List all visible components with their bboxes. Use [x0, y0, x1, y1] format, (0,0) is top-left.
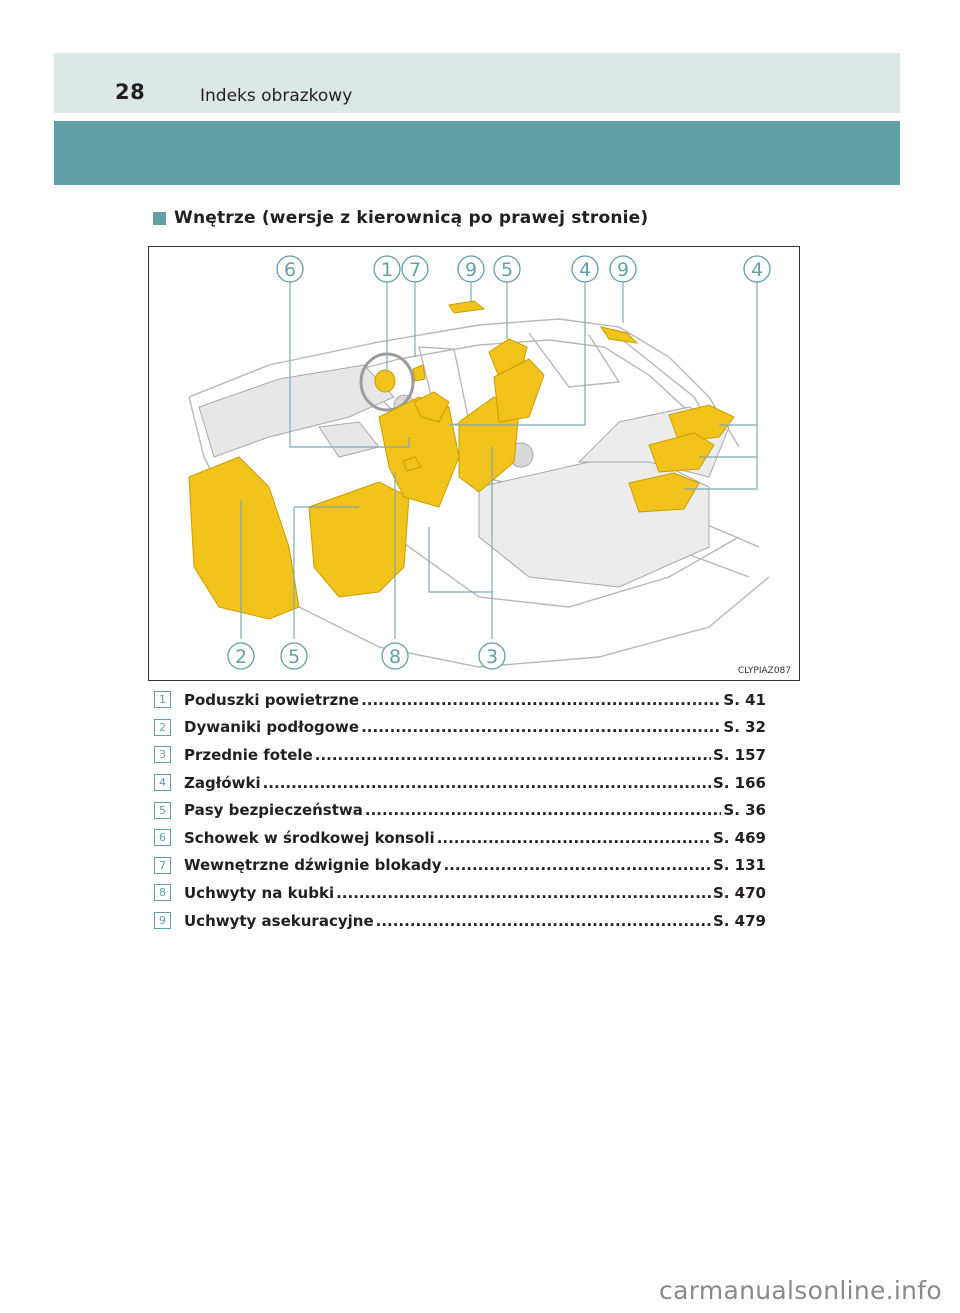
item-label: Schowek w środkowej konsoli [184, 828, 435, 847]
item-label: Wewnętrzne dźwignie blokady [184, 856, 442, 875]
dot-leader: ........................................… [361, 690, 721, 709]
list-item: 2 Dywaniki podłogowe ...................… [154, 714, 766, 742]
cup-holder [402, 456, 422, 472]
callout-lines [240, 281, 758, 639]
item-label: Dywaniki podłogowe [184, 718, 360, 737]
list-item: 5 Pasy bezpieczeństwa ..................… [154, 796, 766, 824]
item-label: Poduszki powietrzne [184, 690, 360, 709]
list-item: 4 Zagłówki .............................… [154, 769, 766, 797]
item-page-ref[interactable]: S. 41 [723, 690, 766, 709]
footer-site-logo: carmanualsonline.info [659, 1276, 942, 1305]
section-title: Wnętrze (wersje z kierownicą po prawej s… [174, 208, 649, 228]
section-heading: Wnętrze (wersje z kierownicą po prawej s… [153, 206, 648, 230]
item-number: 7 [154, 856, 171, 874]
item-page-ref[interactable]: S. 479 [712, 911, 766, 930]
item-page-ref[interactable]: S. 469 [712, 828, 766, 847]
list-item: 1 Poduszki powietrzne ..................… [154, 686, 766, 714]
item-number: 3 [154, 746, 171, 764]
item-label: Uchwyty na kubki [184, 883, 335, 902]
item-number: 4 [154, 774, 171, 792]
dot-leader: ........................................… [443, 856, 711, 875]
item-page-ref[interactable]: S. 157 [712, 745, 766, 764]
dot-leader: ........................................… [262, 773, 711, 792]
item-label: Uchwyty asekuracyjne [184, 911, 374, 930]
item-page-ref[interactable]: S. 131 [712, 856, 766, 875]
callout-3-bottom: 3 [486, 646, 498, 668]
item-number: 6 [154, 829, 171, 847]
section-banner [54, 121, 900, 185]
headrest-right [413, 391, 450, 423]
callout-6-top: 6 [284, 259, 296, 281]
header-band [54, 53, 900, 113]
parts-legend: 1 Poduszki powietrzne ..................… [154, 686, 766, 934]
list-item: 9 Uchwyty asekuracyjne .................… [154, 907, 766, 935]
dot-leader: ........................................… [336, 883, 711, 902]
callout-2-bottom: 2 [235, 646, 247, 668]
figure-code: CLYPIAZ087 [737, 666, 791, 676]
assist-grip-rear [599, 326, 639, 344]
assist-grip-front [448, 300, 486, 314]
callout-9-top-b: 9 [617, 259, 629, 281]
dot-leader: ........................................… [361, 718, 721, 737]
front-seat-left-upper [493, 358, 545, 423]
front-seat-right-cushion [308, 481, 410, 598]
callout-numbers-bottom: 2 5 8 3 [227, 642, 506, 670]
item-label: Przednie fotele [184, 745, 313, 764]
floor-mat [188, 456, 300, 620]
section-bullet-icon [153, 211, 166, 225]
callout-numbers-top: 6 1 7 9 5 4 9 4 [276, 255, 771, 283]
item-number: 2 [154, 718, 171, 736]
item-label: Zagłówki [184, 773, 261, 792]
item-number: 5 [154, 801, 171, 819]
item-label: Pasy bezpieczeństwa [184, 801, 363, 820]
car-interior-drawing: 6 1 7 9 5 4 9 4 2 5 8 3 [188, 255, 771, 670]
callout-7-top: 7 [409, 259, 421, 281]
dot-leader: ........................................… [375, 911, 711, 930]
dot-leader: ........................................… [314, 745, 711, 764]
callout-9-top-a: 9 [465, 259, 477, 281]
dot-leader: ........................................… [436, 828, 711, 847]
callout-1-top: 1 [381, 259, 393, 281]
callout-4-top-b: 4 [751, 259, 763, 281]
page-number: 28 [115, 80, 146, 104]
callout-8-bottom: 8 [389, 646, 401, 668]
chapter-title: Indeks obrazkowy [200, 86, 353, 106]
dot-leader: ........................................… [364, 801, 722, 820]
callout-5-bottom: 5 [288, 646, 300, 668]
list-item: 8 Uchwyty na kubki .....................… [154, 879, 766, 907]
list-item: 3 Przednie fotele ......................… [154, 741, 766, 769]
highlighted-components [188, 300, 735, 620]
callout-5-top: 5 [501, 259, 513, 281]
item-number: 8 [154, 884, 171, 902]
interior-illustration: 6 1 7 9 5 4 9 4 2 5 8 3 CLYPIAZ0 [148, 246, 800, 681]
item-number: 9 [154, 912, 171, 930]
list-item: 7 Wewnętrzne dźwignie blokady ..........… [154, 852, 766, 880]
item-page-ref[interactable]: S. 32 [723, 718, 766, 737]
rear-headrest-3 [628, 472, 700, 513]
item-number: 1 [154, 691, 171, 709]
lock-lever [412, 364, 426, 382]
list-item: 6 Schowek w środkowej konsoli ..........… [154, 824, 766, 852]
callout-4-top-a: 4 [579, 259, 591, 281]
item-page-ref[interactable]: S. 470 [712, 883, 766, 902]
item-page-ref[interactable]: S. 36 [723, 801, 766, 820]
item-page-ref[interactable]: S. 166 [712, 773, 766, 792]
